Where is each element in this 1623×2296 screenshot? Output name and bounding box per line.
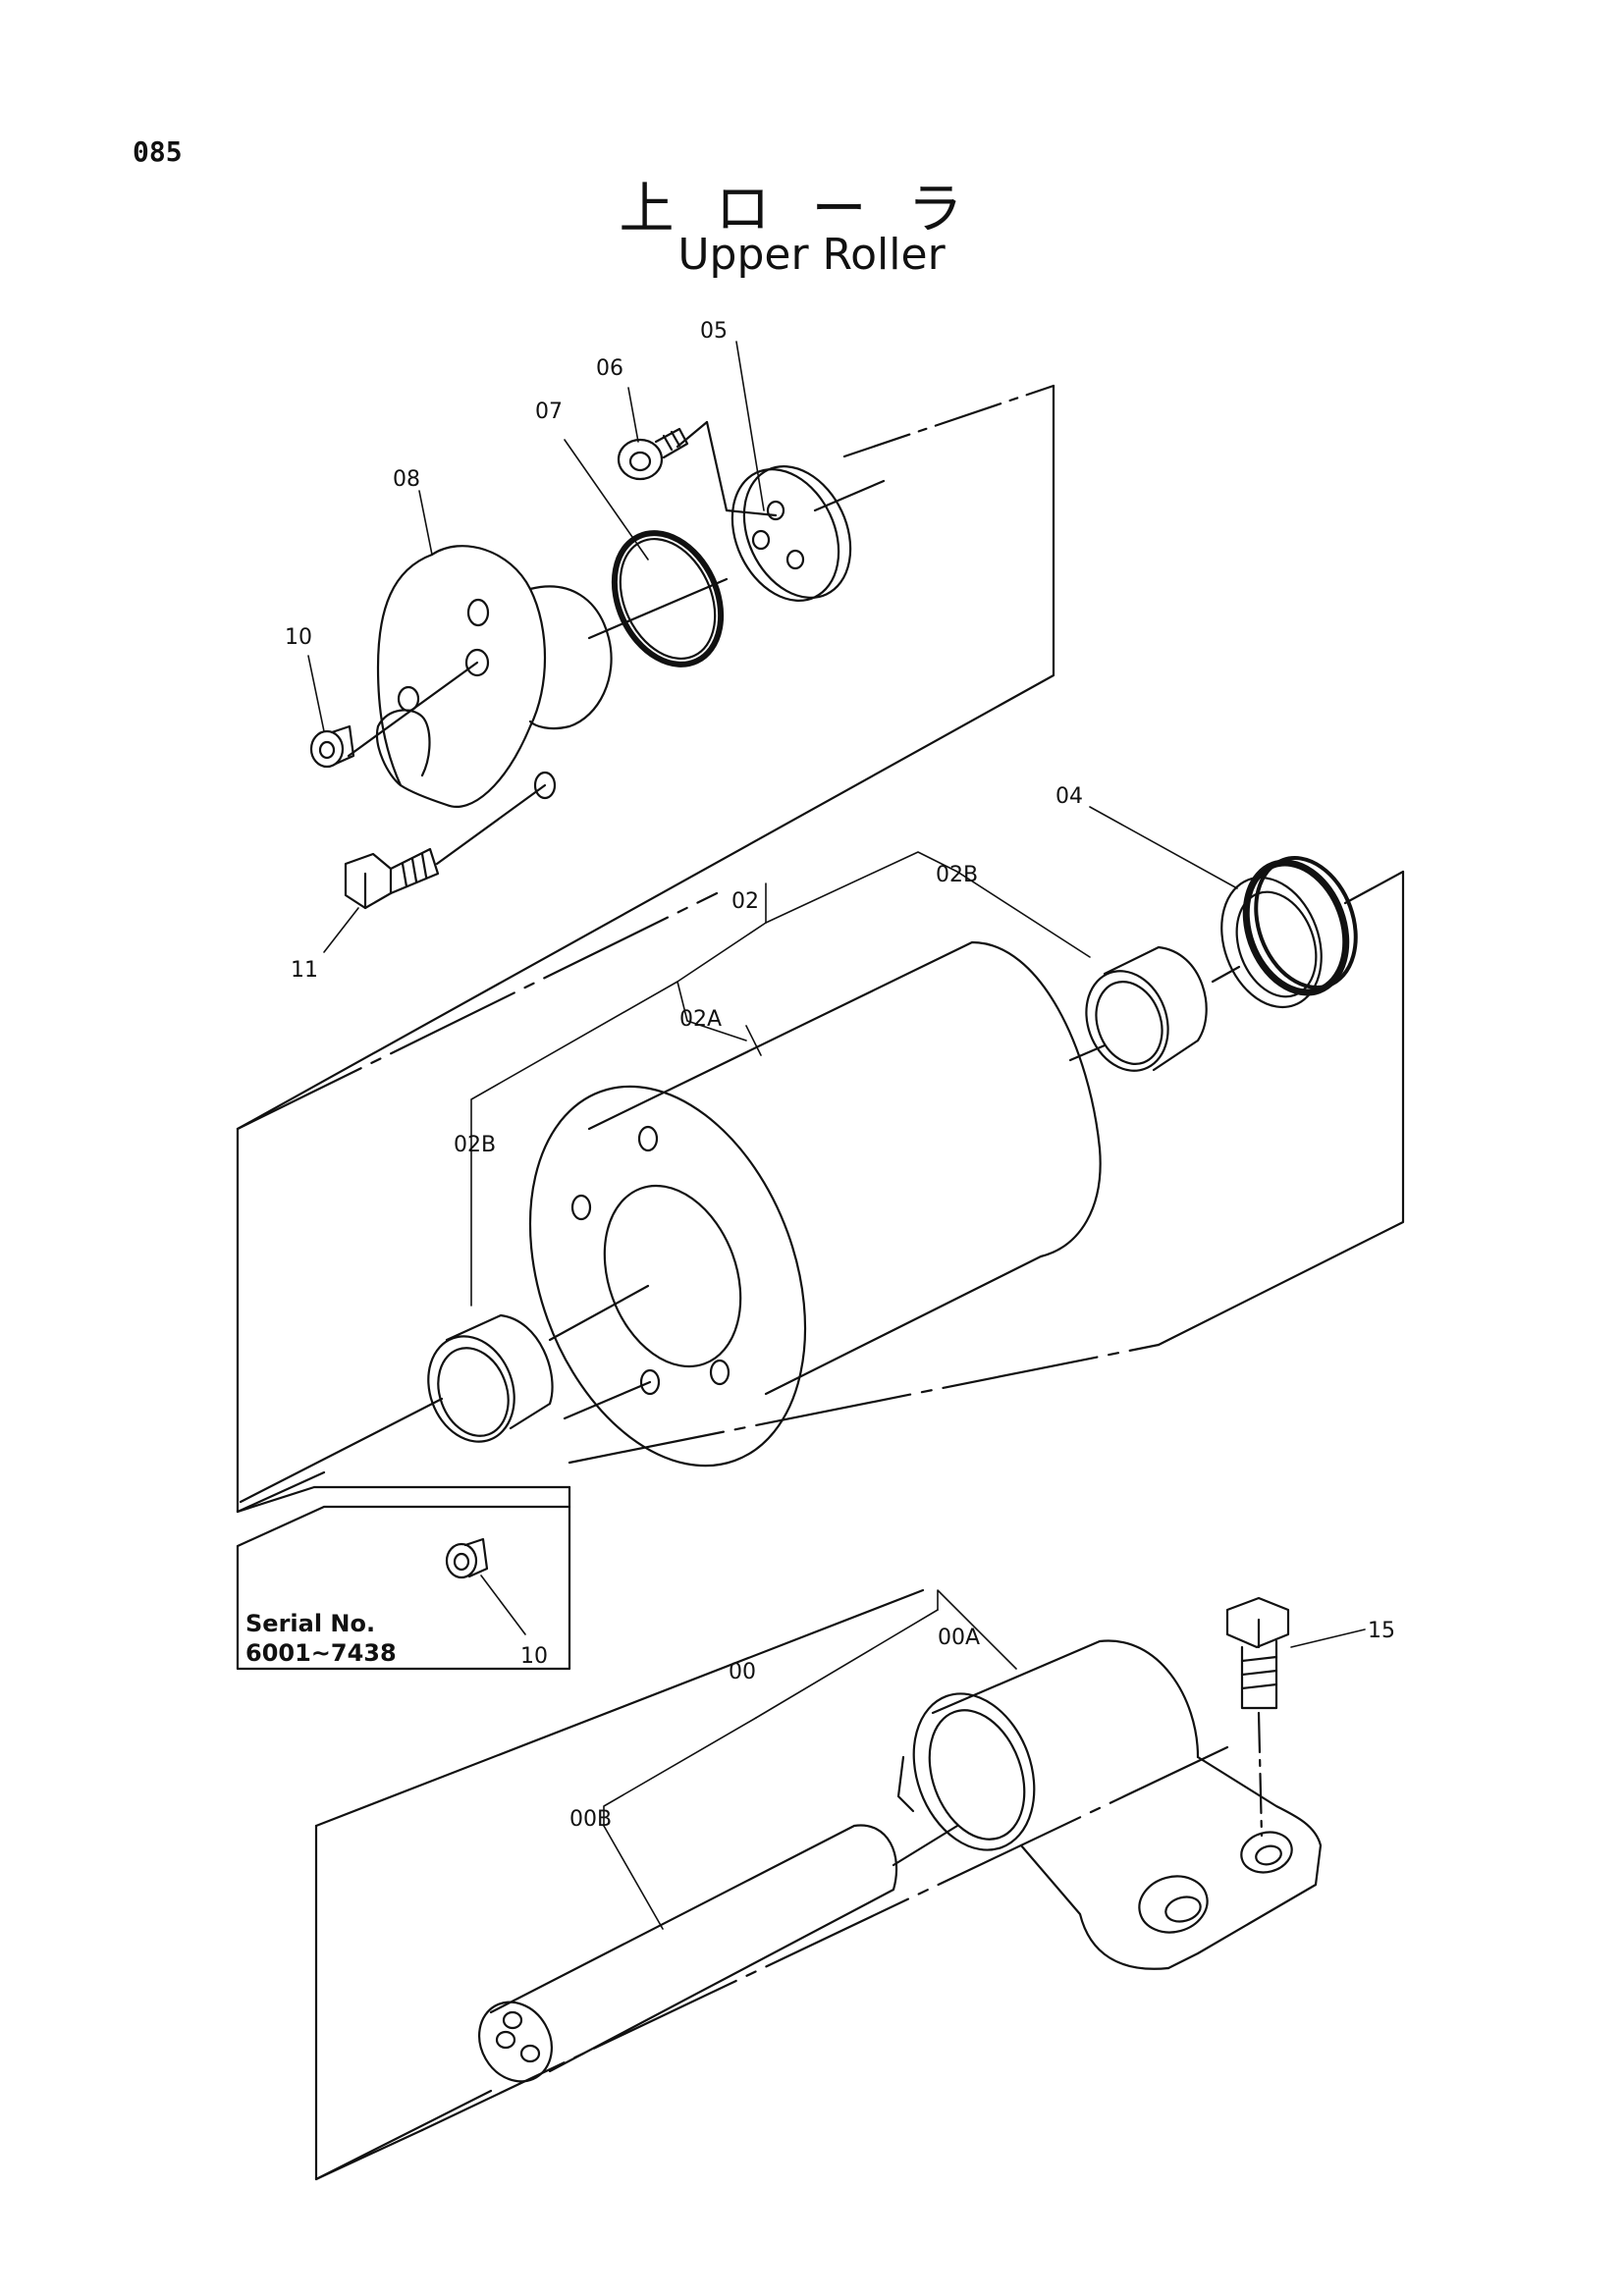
callout-07: 07 — [535, 400, 563, 424]
callout-labels: 05 06 07 08 10 11 04 02 02B 02A 02B 10 0… — [285, 319, 1395, 1832]
serial-note-box — [236, 1485, 571, 1671]
part-02B-bushing-right — [1085, 945, 1208, 1072]
callout-10-lower: 10 — [520, 1644, 548, 1669]
serial-note-line1: Serial No. — [245, 1610, 375, 1637]
part-10-set-screw-upper — [309, 724, 355, 769]
part-11-hex-bolt — [344, 847, 440, 910]
callout-05: 05 — [700, 319, 728, 344]
page-number: 085 — [133, 135, 183, 168]
assembly-axis-lines-upper — [347, 420, 886, 866]
title-japanese: 上ローラ — [619, 178, 1004, 241]
callout-02: 02 — [731, 889, 759, 914]
callout-02B-left: 02B — [454, 1133, 496, 1157]
serial-note-line2: 6001~7438 — [245, 1639, 397, 1667]
part-02A-roller-drum — [528, 940, 1102, 1468]
callout-10-upper: 10 — [285, 625, 312, 650]
part-15-hex-bolt — [1225, 1596, 1290, 1710]
lower-frame-lines — [314, 1588, 1229, 2181]
callout-00: 00 — [729, 1660, 756, 1684]
callout-00B: 00B — [569, 1807, 612, 1832]
middle-frame-lines — [236, 870, 1405, 1514]
top-frame-lines — [236, 384, 1055, 1514]
part-10-set-screw-lower — [445, 1537, 489, 1579]
part-00A-bracket — [896, 1639, 1323, 1970]
part-07-o-ring — [611, 530, 725, 667]
callout-15: 15 — [1368, 1619, 1395, 1643]
callout-02B-right: 02B — [936, 863, 978, 887]
part-04-seal — [1220, 856, 1358, 1009]
callout-08: 08 — [393, 467, 420, 492]
callout-11: 11 — [291, 958, 318, 983]
part-00B-shaft — [478, 1824, 898, 2083]
callout-06: 06 — [596, 356, 623, 381]
serial-note: Serial No. 6001~7438 — [245, 1610, 397, 1667]
callout-04: 04 — [1055, 784, 1083, 809]
part-02B-bushing-left — [427, 1313, 554, 1443]
part-08-flange — [375, 545, 613, 808]
assembly-axis-lines-middle — [239, 965, 1241, 1504]
leader-lines — [307, 341, 1366, 1930]
title-english: Upper Roller — [677, 230, 946, 280]
callout-00A: 00A — [938, 1626, 980, 1650]
part-06-bolt — [617, 427, 689, 481]
assembly-axis-lines-lower — [314, 1711, 1264, 2181]
callout-02A: 02A — [679, 1007, 722, 1032]
part-05-plate — [730, 465, 852, 602]
